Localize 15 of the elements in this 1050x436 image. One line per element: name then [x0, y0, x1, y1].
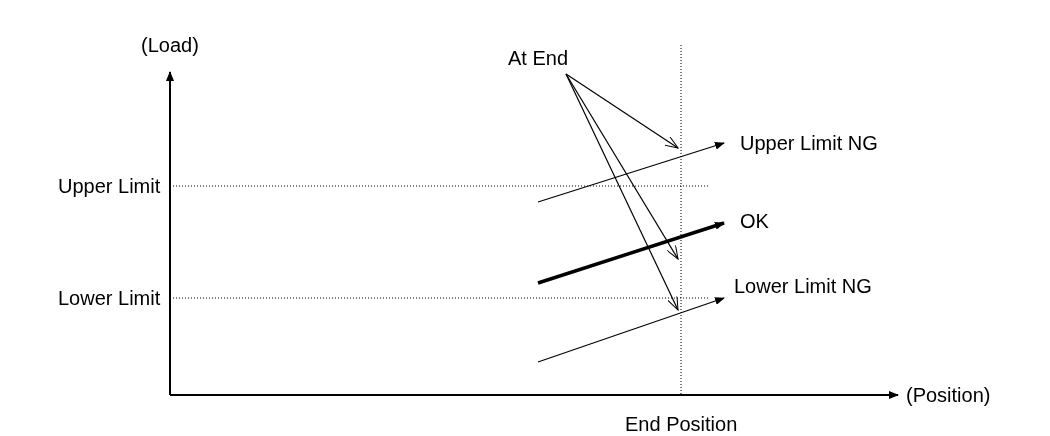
result-label: Upper Limit NG [740, 132, 878, 154]
arrow [537, 141, 725, 203]
axis-label: End Position [625, 413, 738, 435]
result-label: OK [740, 210, 769, 232]
leader-line [565, 73, 679, 260]
limit-label: Upper Limit [58, 175, 161, 197]
callout-text: At End [508, 47, 569, 69]
arrow [537, 221, 725, 285]
arrow [537, 297, 725, 363]
axis-label: (Load) [141, 34, 199, 56]
leader-line [565, 73, 679, 311]
axis-label: (Position) [906, 384, 991, 406]
result-label: Lower Limit NG [734, 275, 872, 297]
limit-label: Lower Limit [58, 287, 161, 309]
leader-line [565, 73, 679, 149]
